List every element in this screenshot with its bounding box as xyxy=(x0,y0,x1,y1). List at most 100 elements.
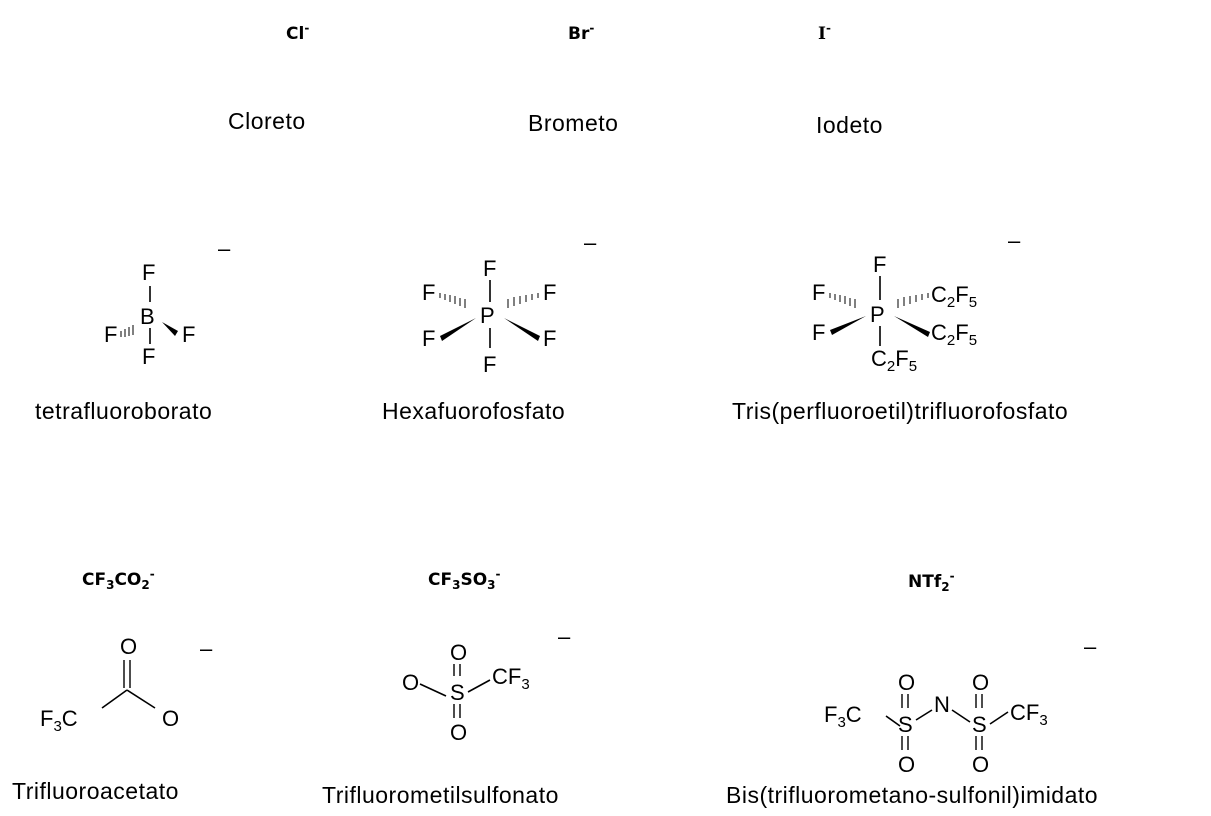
tetrafluoroborate-structure: – F B F F F xyxy=(104,236,231,369)
fap-c2f5-bottom-f: F xyxy=(895,346,908,371)
bromide-charge: - xyxy=(589,21,595,35)
fap-c2f5-upper-f: F xyxy=(955,282,968,307)
ntf2-f3c-f: F xyxy=(824,702,837,727)
pf6-atom-f-bottom: F xyxy=(483,352,496,377)
fap-bond-upper-left-hashed xyxy=(829,293,856,308)
chloride-formula: Cl- xyxy=(286,21,309,44)
fap-atom-f-upper-left: F xyxy=(812,280,825,305)
svg-text:CF3: CF3 xyxy=(1010,700,1048,729)
fap-c2f5-bottom-c-sub: 2 xyxy=(887,358,895,375)
otf-atom-o-bottom: O xyxy=(450,720,467,745)
tfa-f3c-c: C xyxy=(62,706,78,731)
svg-text:C2F5: C2F5 xyxy=(931,282,977,311)
triflate-structure: – O O S CF3 O xyxy=(402,624,571,745)
ntf2-name: Bis(trifluorometano-sulfonil)imidato xyxy=(726,782,1099,808)
ntf2-atom-o2-bottom: O xyxy=(972,752,989,777)
otf-atom-s: S xyxy=(450,680,465,705)
ntf2-bond-s2-o-top xyxy=(975,694,983,708)
tetrafluoroborate-name: tetrafluoroborato xyxy=(35,398,213,424)
otf-charge: – xyxy=(558,624,571,649)
tfa-formula-mid: CO xyxy=(114,570,142,590)
tfa-charge: – xyxy=(200,636,213,661)
fap-structure: – F F P C2F5 F C2F5 C2F5 xyxy=(812,228,1021,375)
fap-group-c2f5-upper: C2F5 xyxy=(931,282,977,311)
otf-cf3-main: CF xyxy=(492,664,521,689)
trifluoroacetate-name: Trifluoroacetato xyxy=(12,778,179,804)
iodide-charge: - xyxy=(825,21,831,35)
fap-c2f5-right-c-sub: 2 xyxy=(947,332,955,349)
ntf2-structure: – F3C O S O N O S O CF3 xyxy=(824,634,1097,777)
fap-atom-f-top: F xyxy=(873,252,886,277)
bf4-charge: – xyxy=(218,236,231,261)
iodide-name: Iodeto xyxy=(816,112,883,138)
ntf2-atom-o2-top: O xyxy=(972,670,989,695)
iodide-symbol: I xyxy=(818,24,826,44)
fap-c2f5-right-f-sub: 5 xyxy=(969,332,977,349)
chloride-symbol: Cl xyxy=(286,24,305,44)
fap-c2f5-upper-c-sub: 2 xyxy=(947,294,955,311)
pf6-bond-lower-left-wedge xyxy=(440,318,476,341)
bf4-bond-left-hashed xyxy=(120,325,134,337)
tfa-formula-sub2: 2 xyxy=(141,578,150,592)
tfa-f3c-f: F xyxy=(40,706,53,731)
tfa-atom-o-top: O xyxy=(120,634,137,659)
tfa-formula-charge: - xyxy=(149,567,155,581)
fap-c2f5-bottom-f-sub: 5 xyxy=(909,358,917,375)
bf4-atom-f-right: F xyxy=(182,322,195,347)
otf-bond-so-bottom-double xyxy=(453,704,461,718)
ntf2-atom-o1-top: O xyxy=(898,670,915,695)
bromide-formula: Br- xyxy=(568,21,594,44)
otf-bond-so-top-double xyxy=(453,664,461,676)
fap-c2f5-bottom-c: C xyxy=(871,346,887,371)
fap-c2f5-right-f: F xyxy=(955,320,968,345)
fap-charge: – xyxy=(1008,228,1021,253)
otf-cf3-sub: 3 xyxy=(521,676,529,693)
ntf2-bond-s2-o-bottom xyxy=(975,736,983,750)
bf4-atom-f-bottom: F xyxy=(142,344,155,369)
tfa-bond-cf3 xyxy=(101,689,128,709)
tfa-bond-co-double xyxy=(123,660,131,688)
ntf2-bond-s1-o-top xyxy=(901,694,909,708)
pf6-atom-f-lower-right: F xyxy=(543,326,556,351)
bf4-atom-f-left: F xyxy=(104,322,117,347)
fap-atom-f-lower-left: F xyxy=(812,320,825,345)
trifluoroacetate-formula: CF3CO2- xyxy=(82,567,155,592)
ntf2-bond-s2-c xyxy=(989,711,1009,725)
tfa-formula-sub1: 3 xyxy=(106,578,115,592)
otf-atom-o-top: O xyxy=(450,640,467,665)
ntf2-charge: – xyxy=(1084,634,1097,659)
bromide-name: Brometo xyxy=(528,110,619,136)
fap-group-c2f5-bottom: C2F5 xyxy=(871,346,917,375)
hexafluorophosphate-structure: – F F P F F F F xyxy=(422,230,597,377)
ntf2-formula-sub1: 2 xyxy=(941,580,950,594)
fap-group-c2f5-right: C2F5 xyxy=(931,320,977,349)
ntf2-formula: NTf2- xyxy=(908,569,955,594)
svg-text:F3C: F3C xyxy=(40,706,78,735)
hexafluorophosphate-name: Hexafuorofosfato xyxy=(382,398,566,424)
pf6-atom-f-top: F xyxy=(483,256,496,281)
ntf2-f3c-c: C xyxy=(846,702,862,727)
triflate-name: Trifluorometilsulfonato xyxy=(322,782,559,808)
fap-atom-p: P xyxy=(870,302,885,327)
fap-bond-lower-left-wedge xyxy=(830,316,866,335)
ntf2-bond-n-s2 xyxy=(951,709,971,723)
ntf2-bond-s1-n xyxy=(915,709,933,721)
fap-bond-lower-right-wedge xyxy=(894,316,930,337)
svg-text:C2F5: C2F5 xyxy=(931,320,977,349)
fap-c2f5-upper-c: C xyxy=(931,282,947,307)
tfa-formula-main: CF xyxy=(82,570,107,590)
pf6-atom-f-lower-left: F xyxy=(422,326,435,351)
ntf2-formula-charge: - xyxy=(949,569,955,583)
tfa-atom-o-right: O xyxy=(162,706,179,731)
fap-name: Tris(perfluoroetil)trifluorofosfato xyxy=(732,398,1069,424)
fap-c2f5-upper-f-sub: 5 xyxy=(969,294,977,311)
pf6-atom-p: P xyxy=(480,303,495,328)
trifluoroacetate-structure: – O F3C O xyxy=(40,634,213,735)
otf-formula-main: CF xyxy=(428,570,453,590)
otf-bond-sc xyxy=(467,679,491,693)
svg-text:C2F5: C2F5 xyxy=(871,346,917,375)
bromide-symbol: Br xyxy=(568,24,590,44)
chloride-name: Cloreto xyxy=(228,108,306,134)
tfa-f3c-sub: 3 xyxy=(53,718,61,735)
bf4-bond-right-wedge xyxy=(162,322,178,336)
